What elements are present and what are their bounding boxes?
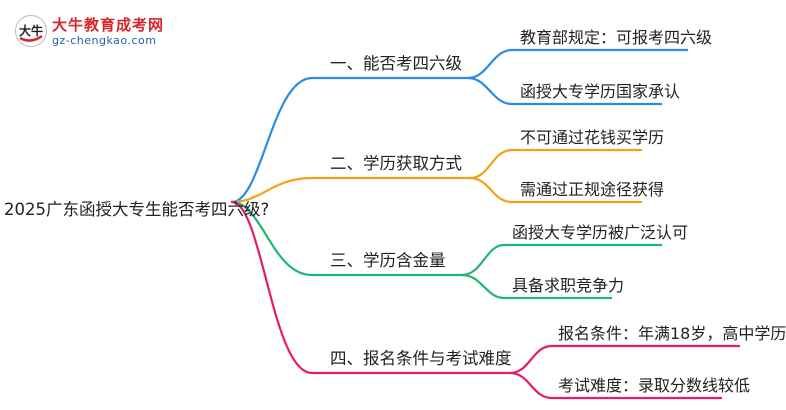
connector-branch-4-leaf-1 [509,344,740,375]
leaf-3-2: 具备求职竞争力 [512,276,625,295]
leaf-4-2: 考试难度：录取分数线较低 [558,376,751,395]
connector-branch-4-leaf-2 [509,371,722,400]
logo-site-name: 大牛教育成考网 [52,16,165,34]
branch-topic-4: 四、报名条件与考试难度 [330,349,512,368]
connector-branch-3-leaf-1 [461,243,662,277]
mindmap-connectors [230,48,740,400]
connector-branch-2-leaf-2 [469,176,642,204]
leaf-2-2: 需通过正规途径获得 [520,180,665,199]
root-topic: 2025广东函授大专生能否考四六级? [4,200,270,219]
leaf-4-1: 报名条件：年满18岁，高中学历 [558,324,786,343]
leaf-2-1: 不可通过花钱买学历 [520,128,665,147]
connector-root-branch-2 [230,176,472,204]
connector-branch-1-leaf-1 [467,48,688,80]
logo-badge-text: 大牛 [19,23,43,38]
branch-topic-3: 三、学历含金量 [330,251,446,270]
connector-branch-1-leaf-2 [467,76,662,106]
branch-topic-1: 一、能否考四六级 [330,54,462,73]
branch-topic-2: 二、学历获取方式 [330,154,462,173]
connector-root-branch-1 [230,76,470,204]
connector-root-branch-3 [230,200,464,277]
leaf-3-1: 函授大专学历被广泛认可 [512,223,689,242]
logo-site-url: gz-chengkao.com [52,34,157,47]
connector-branch-3-leaf-2 [461,273,612,300]
connector-branch-2-leaf-1 [469,148,642,180]
site-logo: 大牛 大牛教育成考网 gz-chengkao.com [14,12,164,52]
connector-root-branch-4 [230,200,512,375]
leaf-1-1: 教育部规定：可报考四六级 [520,28,713,47]
leaf-1-2: 函授大专学历国家承认 [520,82,681,101]
logo-emblem-icon: 大牛 [15,15,47,47]
